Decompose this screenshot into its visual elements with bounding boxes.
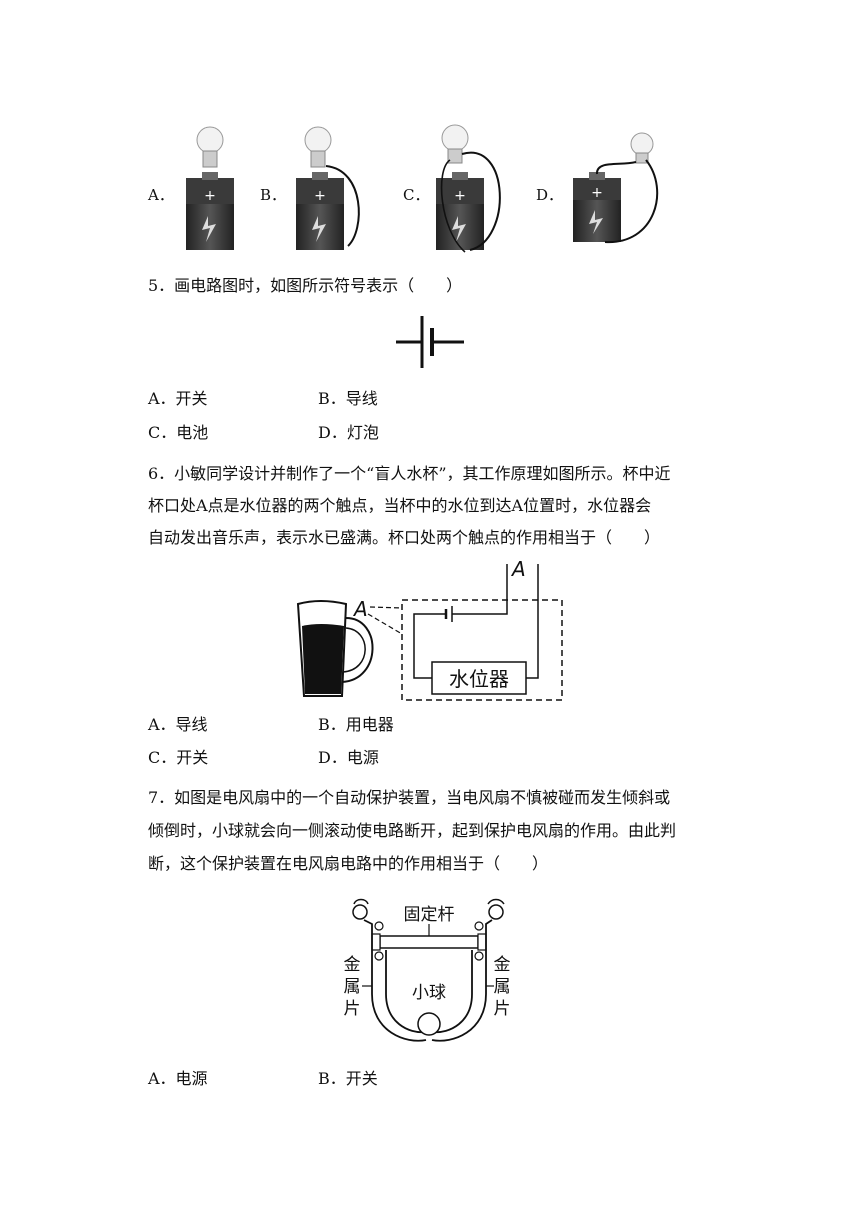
q7-stem-line-1: 7．如图是电风扇中的一个自动保护装置，当电风扇不慎被碰而发生倾斜或 xyxy=(148,788,671,807)
q4-option-a-image: + xyxy=(186,126,234,250)
q6-stem-line-1: 6．小敏同学设计并制作了一个“盲人水杯”，其工作原理如图所示。杯中近 xyxy=(148,464,671,483)
q7-option-b: B．开关 xyxy=(318,1069,378,1088)
q5-option-b: B．导线 xyxy=(318,389,378,408)
q5-option-a: A．开关 xyxy=(148,389,208,408)
svg-text:+: + xyxy=(454,188,466,204)
q6-circuit-figure: A A 水位器 xyxy=(296,557,563,701)
q4-option-d-image: + xyxy=(573,132,659,244)
svg-text:+: + xyxy=(591,185,603,201)
small-ball-label: 小球 xyxy=(412,983,446,1003)
water-level-device-label: 水位器 xyxy=(449,667,509,691)
q4-option-a-label: A． xyxy=(148,186,174,204)
cup-illustration xyxy=(296,600,374,697)
q4-option-c-label: C． xyxy=(403,186,430,204)
battery-symbol xyxy=(396,316,464,368)
q6-option-b: B．用电器 xyxy=(318,715,394,734)
right-metal-label-3: 片 xyxy=(494,999,511,1019)
top-contact-label: A xyxy=(510,557,526,581)
q7-option-a: A．电源 xyxy=(148,1069,208,1088)
cup-contact-label: A xyxy=(352,597,368,621)
right-metal-label-1: 金 xyxy=(494,955,511,975)
q7-stem-line-3: 断，这个保护装置在电风扇电路中的作用相当于（ ） xyxy=(148,854,549,873)
q6-stem-line-3: 自动发出音乐声，表示水已盛满。杯口处两个触点的作用相当于（ ） xyxy=(148,528,661,547)
q5-stem: 5．画电路图时，如图所示符号表示（ ） xyxy=(148,276,463,295)
right-metal-label-2: 属 xyxy=(494,977,511,997)
q4-option-b-label: B． xyxy=(260,186,287,204)
q7-stem-line-2: 倾倒时，小球就会向一侧滚动使电路断开，起到保护电风扇的作用。由此判 xyxy=(148,821,677,840)
left-metal-label-3: 片 xyxy=(344,999,361,1019)
q5-option-d: D．灯泡 xyxy=(318,423,379,442)
q7-protector-figure: 固定杆 小球 金 属 片 金 属 片 xyxy=(344,898,511,1042)
fixing-rod-label: 固定杆 xyxy=(404,905,455,925)
q6-option-a: A．导线 xyxy=(148,715,208,734)
small-ball xyxy=(417,1012,441,1036)
water-level-device xyxy=(431,661,527,695)
q5-option-c: C．电池 xyxy=(148,423,209,442)
q4-option-b-image: + xyxy=(296,126,360,250)
q4-options-figure: + + + + xyxy=(186,124,659,253)
svg-text:+: + xyxy=(314,188,326,204)
q6-option-c: C．开关 xyxy=(148,748,209,767)
q4-option-c-image: + xyxy=(436,124,501,253)
q6-option-d: D．电源 xyxy=(318,748,379,767)
q6-stem-line-2: 杯口处A点是水位器的两个触点，当杯中的水位到达A位置时，水位器会 xyxy=(148,496,652,515)
left-metal-label-1: 金 xyxy=(344,955,361,975)
svg-text:+: + xyxy=(204,188,216,204)
q4-option-d-label: D． xyxy=(536,186,564,204)
fixing-rod xyxy=(379,935,479,949)
left-metal-label-2: 属 xyxy=(344,977,361,997)
